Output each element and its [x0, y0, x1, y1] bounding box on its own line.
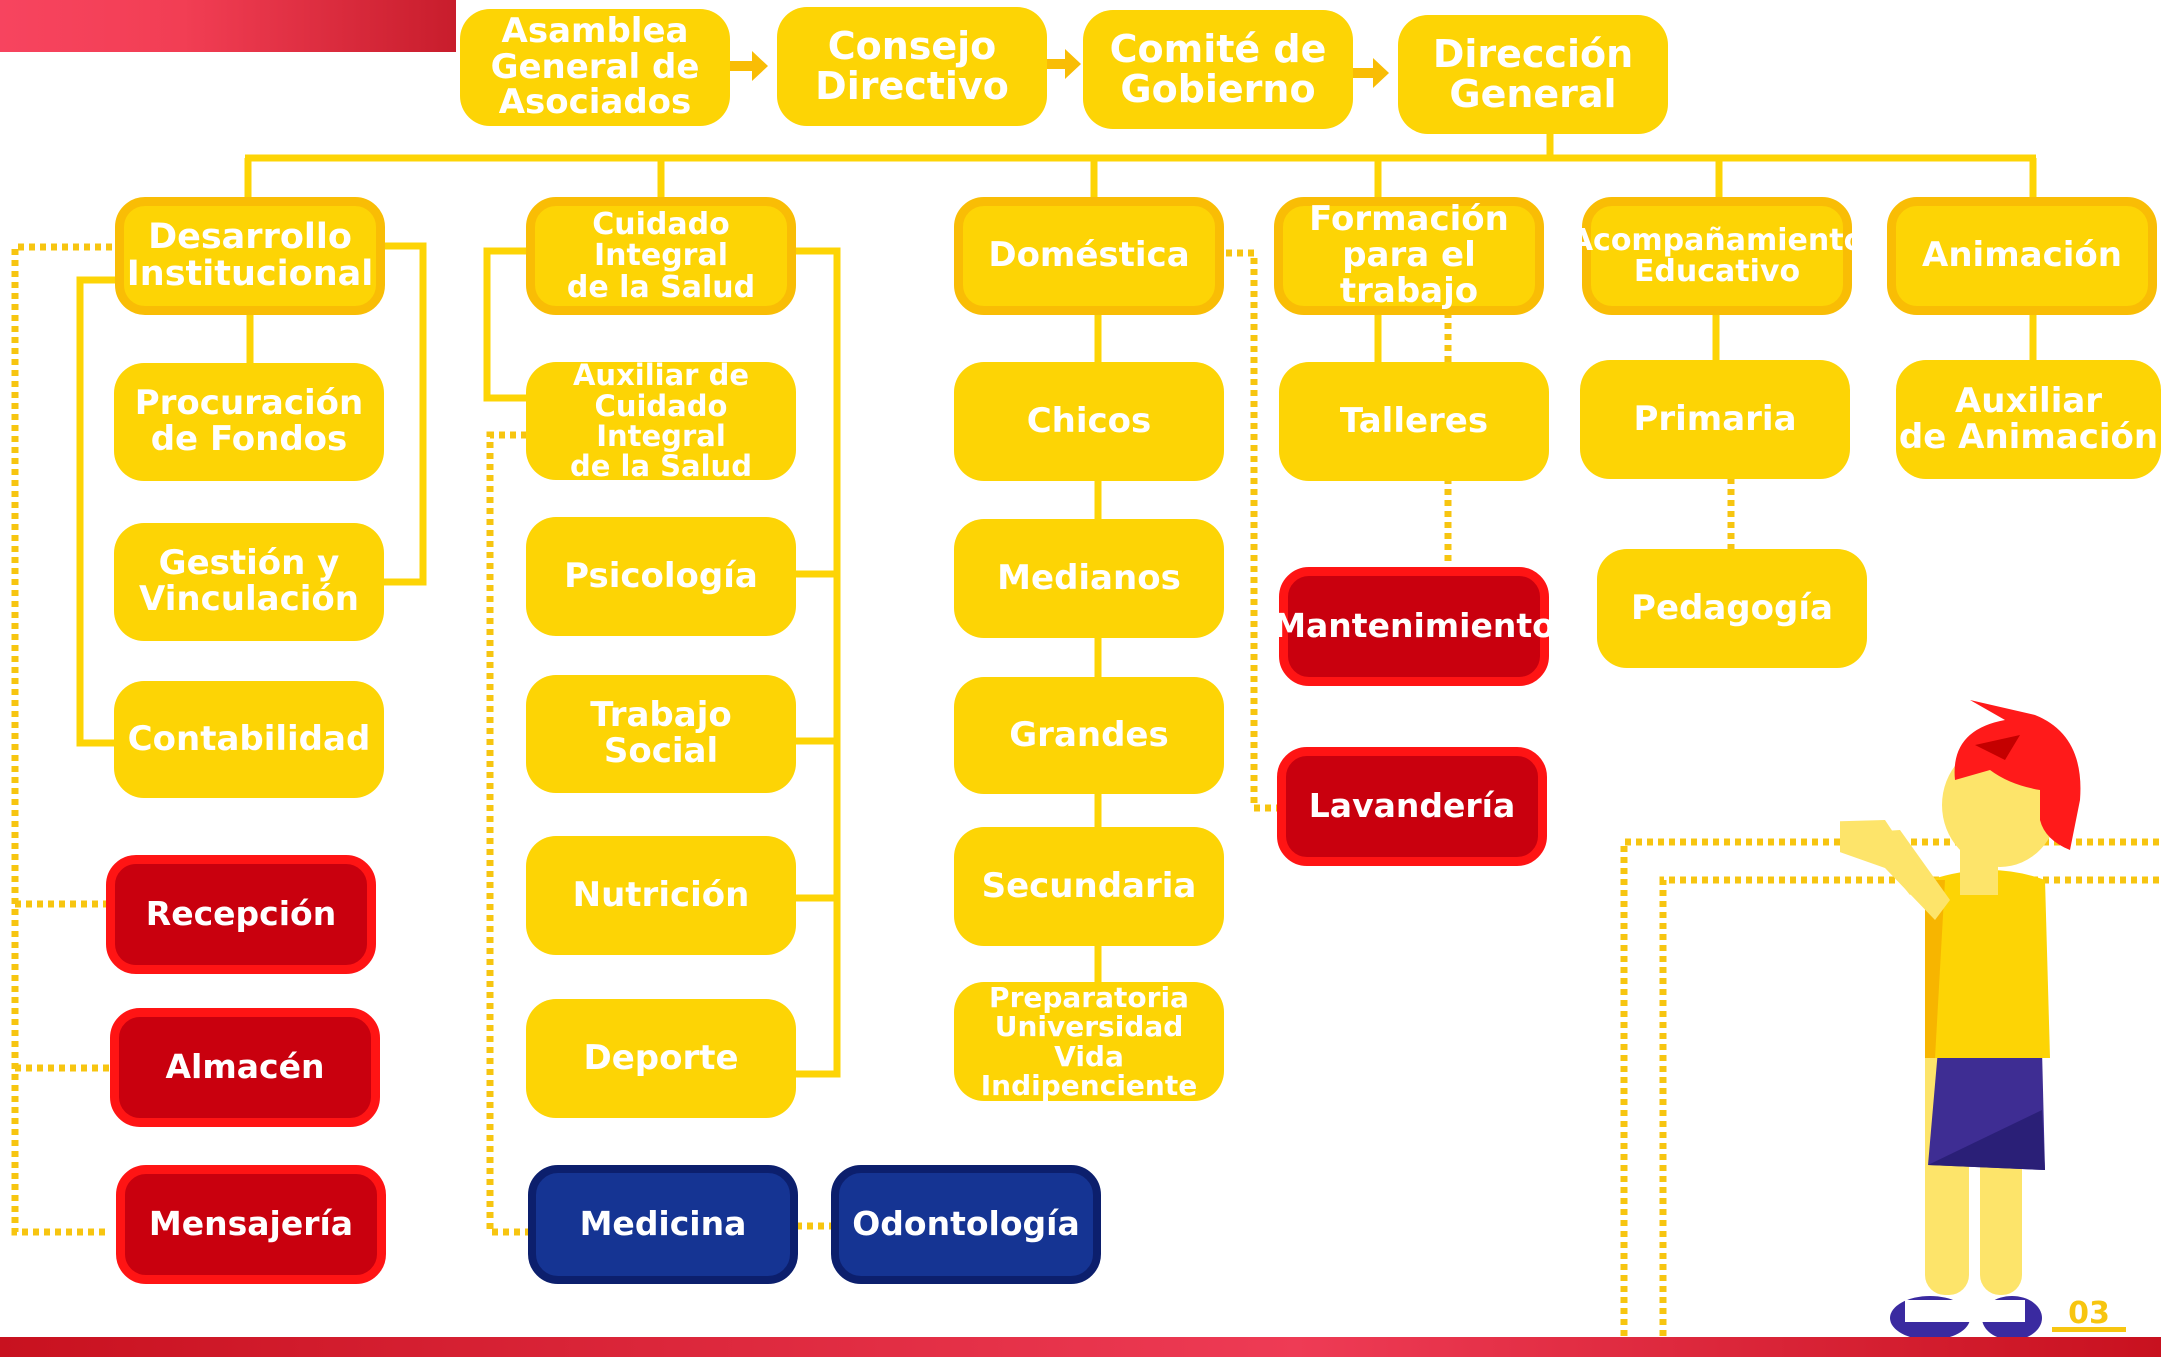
node-medicina: Medicina: [528, 1165, 798, 1284]
node-comite: Comité de Gobierno: [1083, 10, 1353, 129]
node-lavanderia: Lavandería: [1277, 747, 1547, 866]
node-animacion: Animación: [1887, 197, 2157, 315]
node-primaria: Primaria: [1580, 360, 1850, 479]
node-grandes: Grandes: [954, 677, 1224, 794]
node-psicologia: Psicología: [526, 517, 796, 636]
node-auxiliar-animacion: Auxiliar de Animación: [1896, 360, 2161, 479]
bottom-decoration-bar: [0, 1337, 2161, 1357]
node-recepcion: Recepción: [106, 855, 376, 974]
node-nutricion: Nutrición: [526, 836, 796, 955]
page-number: 03: [2052, 1296, 2126, 1332]
node-procuracion: Procuración de Fondos: [114, 363, 384, 481]
node-odontologia: Odontología: [831, 1165, 1101, 1284]
node-cuidado: Cuidado Integral de la Salud: [526, 197, 796, 315]
node-asamblea: Asamblea General de Asociados: [460, 9, 730, 126]
solid-connectors: [76, 130, 2037, 1078]
node-chicos: Chicos: [954, 362, 1224, 481]
node-desarrollo: Desarrollo Institucional: [115, 197, 385, 315]
node-contabilidad: Contabilidad: [114, 681, 384, 798]
arrows: [730, 49, 1389, 88]
node-deporte: Deporte: [526, 999, 796, 1118]
node-direccion: Dirección General: [1398, 15, 1668, 134]
node-formacion: Formación para el trabajo: [1274, 197, 1544, 315]
node-preparatoria: Preparatoria Universidad Vida Indipencie…: [954, 982, 1224, 1101]
node-almacen: Almacén: [110, 1008, 380, 1127]
node-mensajeria: Mensajería: [116, 1165, 386, 1284]
node-consejo: Consejo Directivo: [777, 7, 1047, 126]
node-medianos: Medianos: [954, 519, 1224, 638]
node-acompanamiento: Acompañamiento Educativo: [1570, 197, 1864, 315]
boy-illustration: [1840, 700, 2081, 1340]
node-secundaria: Secundaria: [954, 827, 1224, 946]
top-decoration-bar: [0, 0, 456, 52]
node-trabajo-social: Trabajo Social: [526, 675, 796, 793]
node-pedagogia: Pedagogía: [1597, 549, 1867, 668]
node-auxiliar-cuidado: Auxiliar de Cuidado Integral de la Salud: [526, 360, 796, 482]
node-mantenimiento: Mantenimiento: [1273, 567, 1555, 686]
node-domestica: Doméstica: [954, 197, 1224, 315]
node-talleres: Talleres: [1279, 362, 1549, 481]
node-gestion: Gestión y Vinculación: [114, 523, 384, 641]
